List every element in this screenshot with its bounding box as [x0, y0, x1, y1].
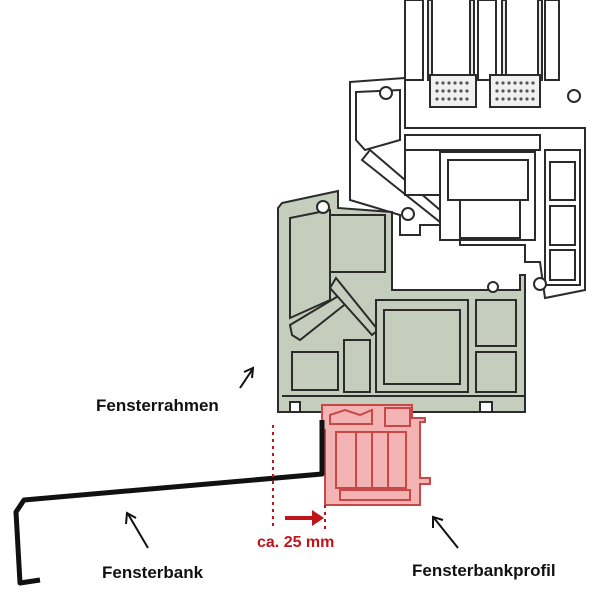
desiccant-dot — [525, 81, 529, 85]
desiccant-dot — [465, 89, 469, 93]
desiccant-dot — [447, 81, 451, 85]
desiccant-dot — [459, 97, 463, 101]
desiccant-dot — [453, 89, 457, 93]
desiccant-dot — [519, 89, 523, 93]
desiccant-dot — [501, 97, 505, 101]
desiccant-dot — [513, 89, 517, 93]
desiccant-dot — [519, 97, 523, 101]
spacer-desiccant-dots — [435, 81, 535, 101]
desiccant-dot — [459, 89, 463, 93]
desiccant-dot — [525, 89, 529, 93]
desiccant-dot — [441, 97, 445, 101]
desiccant-dot — [495, 97, 499, 101]
desiccant-dot — [531, 81, 535, 85]
desiccant-dot — [459, 81, 463, 85]
desiccant-dot — [525, 97, 529, 101]
desiccant-dot — [453, 81, 457, 85]
desiccant-dot — [501, 81, 505, 85]
frame-gasket — [316, 200, 499, 293]
desiccant-dot — [519, 81, 523, 85]
desiccant-dot — [465, 97, 469, 101]
glazing-unit — [404, 0, 560, 81]
sill-profile — [321, 404, 431, 506]
desiccant-dot — [495, 81, 499, 85]
window-sill — [13, 420, 325, 586]
frame-profile — [277, 189, 526, 413]
dimension-label: ca. 25 mm — [257, 534, 335, 551]
desiccant-dot — [513, 97, 517, 101]
sill-profile-label: Fensterbankprofil — [412, 561, 556, 580]
sash-gaskets — [379, 86, 581, 291]
desiccant-dot — [507, 81, 511, 85]
desiccant-dot — [435, 97, 439, 101]
desiccant-dot — [495, 89, 499, 93]
desiccant-dot — [453, 97, 457, 101]
desiccant-dot — [513, 81, 517, 85]
desiccant-dot — [441, 89, 445, 93]
frame-label: Fensterrahmen — [96, 396, 219, 415]
sash-profile — [349, 76, 586, 300]
desiccant-dot — [441, 81, 445, 85]
desiccant-dot — [435, 89, 439, 93]
dimension-arrow — [285, 510, 324, 526]
desiccant-dot — [501, 89, 505, 93]
desiccant-dot — [531, 89, 535, 93]
label-arrows — [125, 366, 459, 549]
sill-label: Fensterbank — [102, 563, 204, 582]
desiccant-dot — [447, 89, 451, 93]
desiccant-dot — [465, 81, 469, 85]
desiccant-dot — [447, 97, 451, 101]
desiccant-dot — [531, 97, 535, 101]
desiccant-dot — [507, 97, 511, 101]
desiccant-dot — [507, 89, 511, 93]
desiccant-dot — [435, 81, 439, 85]
